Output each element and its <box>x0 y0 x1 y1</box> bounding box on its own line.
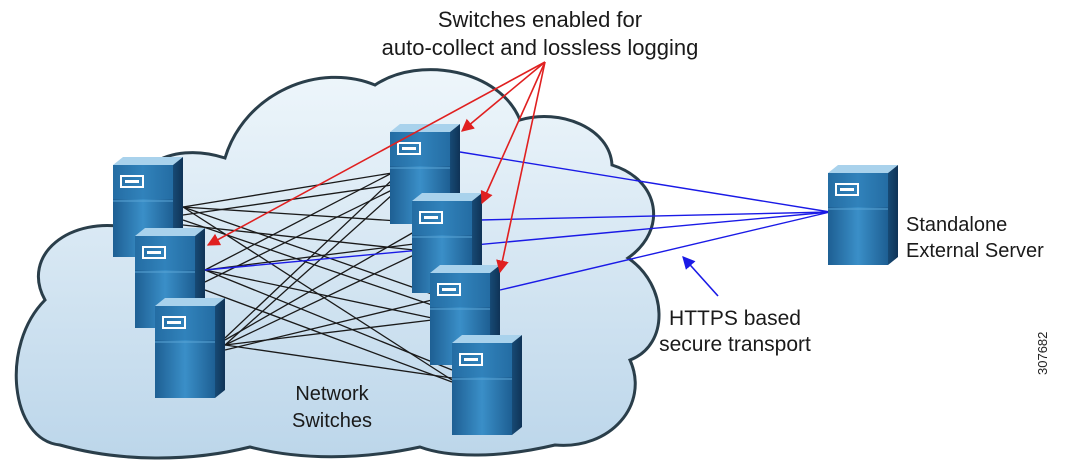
callout-line-2: auto-collect and lossless logging <box>381 35 699 60</box>
callout-line-1: Switches enabled for <box>437 7 643 32</box>
external-server <box>827 164 899 266</box>
callout-title: Switches enabled for auto-collect and lo… <box>360 6 720 62</box>
server-label-line-2: External Server <box>906 240 1044 262</box>
server-label-line-1: Standalone <box>906 214 1008 236</box>
cloud-label-line-1: Network <box>295 383 369 405</box>
https-callout-arrow <box>682 256 719 297</box>
transport-label: HTTPS based secure transport <box>630 306 840 358</box>
transport-label-line-1: HTTPS based <box>669 307 801 330</box>
figure-id: 307682 <box>1035 331 1050 375</box>
switch-right-4 <box>451 334 523 436</box>
switch-mesh-links <box>182 172 453 383</box>
https-links <box>204 151 831 291</box>
cloud-label: Network Switches <box>262 381 402 435</box>
server-label: Standalone External Server <box>906 212 1076 264</box>
switch-left-bottom <box>154 297 226 399</box>
transport-label-line-2: secure transport <box>659 333 811 356</box>
cloud-label-line-2: Switches <box>291 410 373 432</box>
callout-arrows <box>206 61 546 274</box>
